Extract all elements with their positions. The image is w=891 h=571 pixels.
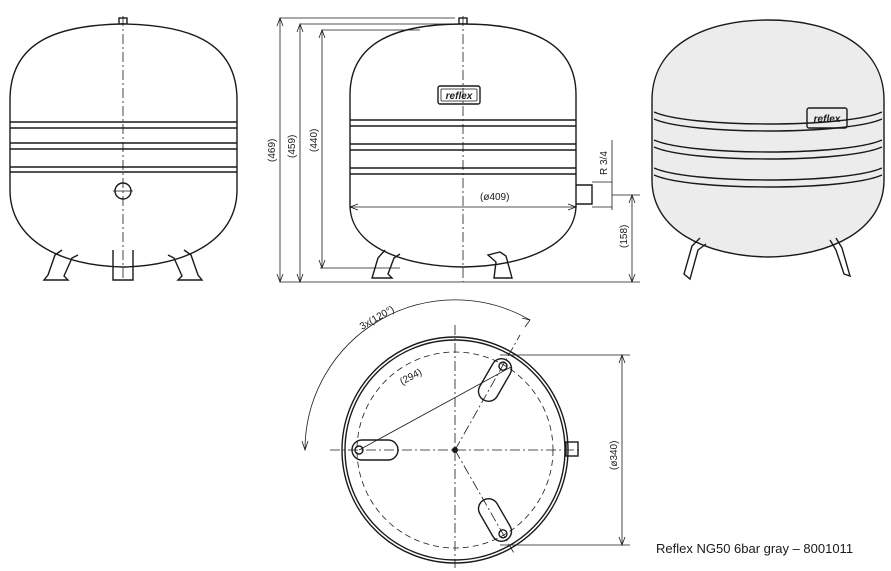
front-foot-left: [42, 249, 79, 281]
iso-band: [653, 174, 883, 188]
iso-foot-left: [683, 237, 707, 281]
dim-arrow: [301, 440, 309, 452]
bottom-foot-left: [351, 439, 399, 461]
side-foot-left: [371, 249, 401, 279]
iso-band: [653, 111, 883, 125]
dim-arrow: [628, 193, 636, 204]
bottom-center-point: [452, 447, 458, 453]
front-vessel-outline: [9, 23, 238, 268]
dim-arrow: [318, 259, 326, 270]
iso-band: [653, 118, 883, 132]
iso-vessel-outline: [651, 19, 885, 258]
side-connection-pipe: [576, 184, 593, 205]
dim-arrow: [318, 28, 326, 39]
side-logo-frame: [437, 85, 481, 105]
dim-text-diameter: (ø409): [480, 192, 509, 203]
dim-arrow: [348, 203, 359, 211]
iso-logo-text: reflex: [814, 114, 841, 125]
iso-foot-right: [829, 237, 852, 278]
iso-band: [653, 167, 883, 181]
bottom-connection-stub: [565, 441, 579, 457]
dim-arrow: [296, 273, 304, 284]
dim-arrow: [276, 273, 284, 284]
front-view: [9, 16, 238, 281]
bottom-foot-axis: [454, 334, 521, 451]
dim-arrow: [296, 22, 304, 33]
dim-text-294: (294): [398, 367, 424, 388]
side-logo-text: reflex: [446, 91, 473, 102]
iso-band: [653, 146, 883, 160]
front-foot-center: [112, 250, 134, 281]
dim-arrow: [567, 203, 578, 211]
side-logo-inner: [440, 88, 478, 102]
side-foot-right: [486, 251, 513, 279]
iso-band: [653, 139, 883, 153]
bottom-foot-axis: [454, 449, 516, 556]
bottom-view: 3x(120°) (294) (ø340): [301, 299, 630, 568]
dim-text-120: 3x(120°): [358, 304, 396, 332]
dim-arrow: [521, 317, 531, 328]
dim-text-158: (158): [619, 225, 630, 248]
bottom-foot-bottom-right: [477, 498, 513, 542]
dim-arrow: [618, 353, 626, 364]
drawing-caption: Reflex NG50 6bar gray – 8001011: [656, 541, 853, 556]
bottom-foot-top-right: [477, 358, 513, 402]
front-foot-right: [167, 249, 204, 281]
dim-arrow: [618, 536, 626, 547]
isometric-view: reflex: [651, 19, 885, 281]
dim-text-340: (ø340): [609, 441, 620, 470]
dim-text-440: (440): [309, 129, 320, 152]
dim-arrow: [628, 273, 636, 284]
dim-text-469: (469): [267, 139, 278, 162]
side-view: reflex R 3/4 (469) (459) (440) (ø409): [267, 16, 640, 284]
dim-arrow: [276, 16, 284, 27]
dim-line-294: [358, 366, 512, 451]
dim-text-459: (459): [287, 135, 298, 158]
thread-dimension: R 3/4: [599, 151, 610, 175]
dim-arc-120: [304, 299, 531, 451]
iso-logo-frame: [806, 107, 848, 129]
